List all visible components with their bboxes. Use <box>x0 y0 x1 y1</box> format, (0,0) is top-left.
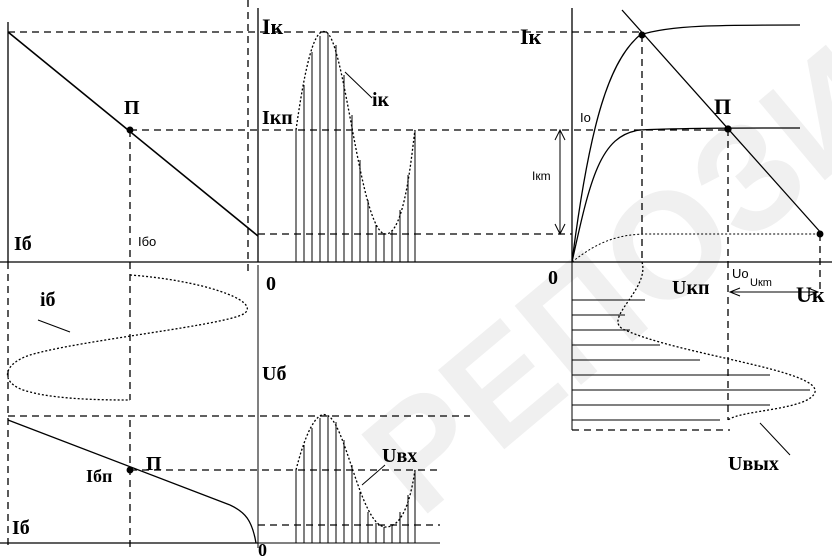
p-label-bottom: П <box>146 453 162 475</box>
ib-curve-label: iб <box>40 289 56 311</box>
ikm-label: Iкm <box>532 169 551 183</box>
uvyx-hatch <box>572 299 810 421</box>
ib-sine-curve <box>6 274 248 401</box>
ib-axis-label-bottom: Iб <box>12 517 30 539</box>
load-line <box>621 9 823 235</box>
uvx-hatch <box>295 416 416 543</box>
output-char-low <box>571 233 825 263</box>
p-label-top: П <box>124 97 140 119</box>
ib0-label: Iбо <box>138 234 156 249</box>
p-label-right: П <box>714 94 731 119</box>
io-label: Io <box>580 110 591 125</box>
uvyx-pointer <box>759 422 791 456</box>
ib-curve-pointer <box>37 319 71 333</box>
input-char-curve <box>229 504 257 544</box>
uvx-label: Uвх <box>382 445 417 467</box>
transfer-line-top <box>7 31 259 237</box>
zero-label-mid: 0 <box>266 273 276 295</box>
ukp-label: Uкп <box>672 277 710 299</box>
uvyx-label: Uвых <box>728 453 779 475</box>
uvx-pointer <box>361 464 386 486</box>
ibp-label: Iбп <box>86 466 112 486</box>
ik-curve-pointer <box>344 71 373 99</box>
ikp-label: Iкп <box>262 107 293 129</box>
ik-sine-curve <box>295 30 416 235</box>
zero-label-bottom: 0 <box>258 540 267 556</box>
ib-axis-label-top: Iб <box>14 233 32 255</box>
output-char-high <box>571 24 801 263</box>
ik-right-axis-label: Iк <box>520 24 542 49</box>
ik-axis-label: Iк <box>262 14 284 39</box>
uk-axis-label: Uк <box>796 282 825 307</box>
ub-axis-label: Uб <box>262 363 286 385</box>
uvyx-curve <box>617 261 816 421</box>
ukm-label: Uкm <box>750 277 772 289</box>
input-char-line <box>7 419 231 506</box>
ik-curve-label: iк <box>372 89 390 111</box>
output-char-mid <box>571 127 801 263</box>
ik-hatch <box>295 33 416 262</box>
zero-label-right: 0 <box>548 267 558 289</box>
uo-label: Uo <box>732 266 749 281</box>
